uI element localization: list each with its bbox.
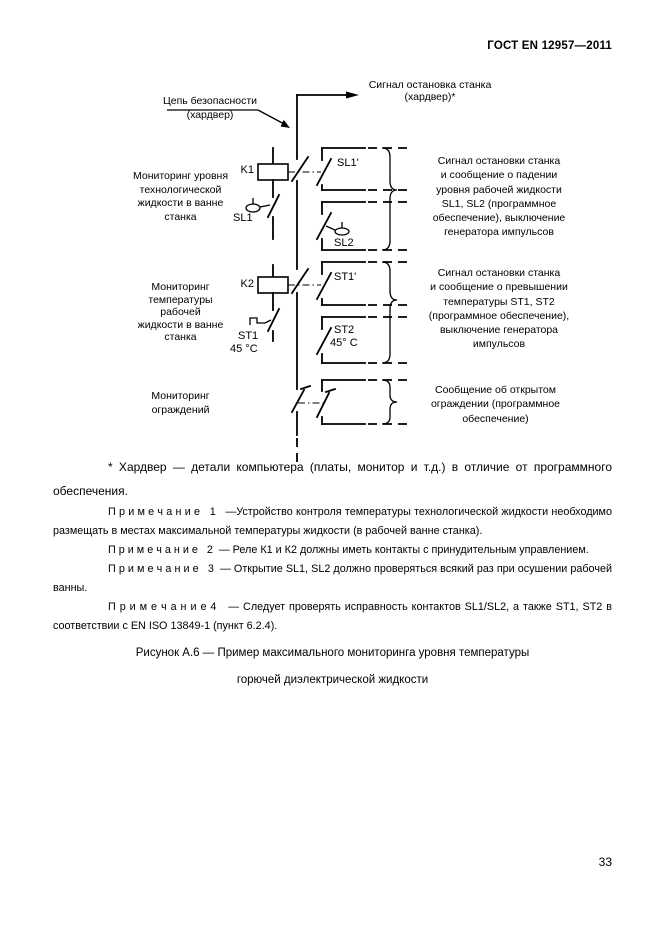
safety-circuit-leader xyxy=(167,109,290,128)
standard-number: ГОСТ EN 12957—2011 xyxy=(487,40,612,52)
sensor-st1-temp: 45 °C xyxy=(230,343,258,355)
circuit-diagram xyxy=(167,91,408,466)
contact-box-sl1p xyxy=(315,147,408,191)
thermal-symbol-st1 xyxy=(249,317,265,325)
sensor-st1-label: ST1 xyxy=(238,330,259,342)
notes-section: П р и м е ч а н и е 1 —Устройство контро… xyxy=(53,503,612,636)
contact-sl2-label: SL2 xyxy=(334,237,354,249)
contact-box-st1p xyxy=(315,261,408,306)
stop-signal-arrow xyxy=(296,91,359,99)
contact-st2-temp: 45° C xyxy=(330,337,358,349)
monitor-guard-label: Мониторинг ограждений xyxy=(151,390,210,416)
brace-block1 xyxy=(381,147,398,251)
relay-k1-coil xyxy=(257,163,289,181)
float-symbol-sl2 xyxy=(334,227,350,236)
note-2: П р и м е ч а н и е 2 — Реле К1 и К2 дол… xyxy=(108,544,589,556)
signal-note-block1: Сигнал остановки станка и сообщение о па… xyxy=(432,155,566,239)
relay-k2-chain xyxy=(249,264,289,342)
note-3: П р и м е ч а н и е 3 — Открытие SL1, SL… xyxy=(53,563,612,594)
contact-sl1p-label: SL1' xyxy=(337,157,359,169)
stop-signal-label: Сигнал остановка станка (хардвер)* xyxy=(368,79,492,103)
brace-block2 xyxy=(381,261,398,364)
relay-k1-label: K1 xyxy=(240,164,254,176)
safety-circuit-label: Цепь безопасности (хардвер) xyxy=(162,95,258,121)
contact-box-st2 xyxy=(315,316,408,364)
brace-block3 xyxy=(381,379,398,425)
note-4: П р и м е ч а н и е 4 — Следует проверят… xyxy=(53,601,612,632)
relay-k2-label: K2 xyxy=(240,278,254,290)
float-symbol-sl1 xyxy=(245,203,261,213)
note-1: П р и м е ч а н и е 1 —Устройство контро… xyxy=(53,506,612,537)
figure-caption: Рисунок А.6 — Пример максимального монит… xyxy=(135,647,530,686)
page-number: 33 xyxy=(598,855,612,869)
main-safety-line xyxy=(290,94,312,466)
contact-st2-label: ST2 xyxy=(334,324,355,336)
hardware-footnote: * Хардвер — детали компьютера (платы, мо… xyxy=(53,460,612,498)
contact-box-guard xyxy=(315,379,408,425)
contact-st1p-label: ST1' xyxy=(334,271,357,283)
monitor-temp-label: Мониторинг температуры рабочей жидкости … xyxy=(137,281,224,343)
relay-k2-coil xyxy=(257,276,289,294)
signal-note-block2: Сигнал остановки станка и сообщение о пр… xyxy=(428,267,570,351)
monitor-level-label: Мониторинг уровня технологической жидкос… xyxy=(132,170,229,223)
contact-box-sl2 xyxy=(315,201,408,251)
relay-k1-chain xyxy=(245,147,289,240)
sensor-sl1-label: SL1 xyxy=(233,212,253,224)
signal-note-block3: Сообщение об открытом ограждении (програ… xyxy=(430,384,561,425)
